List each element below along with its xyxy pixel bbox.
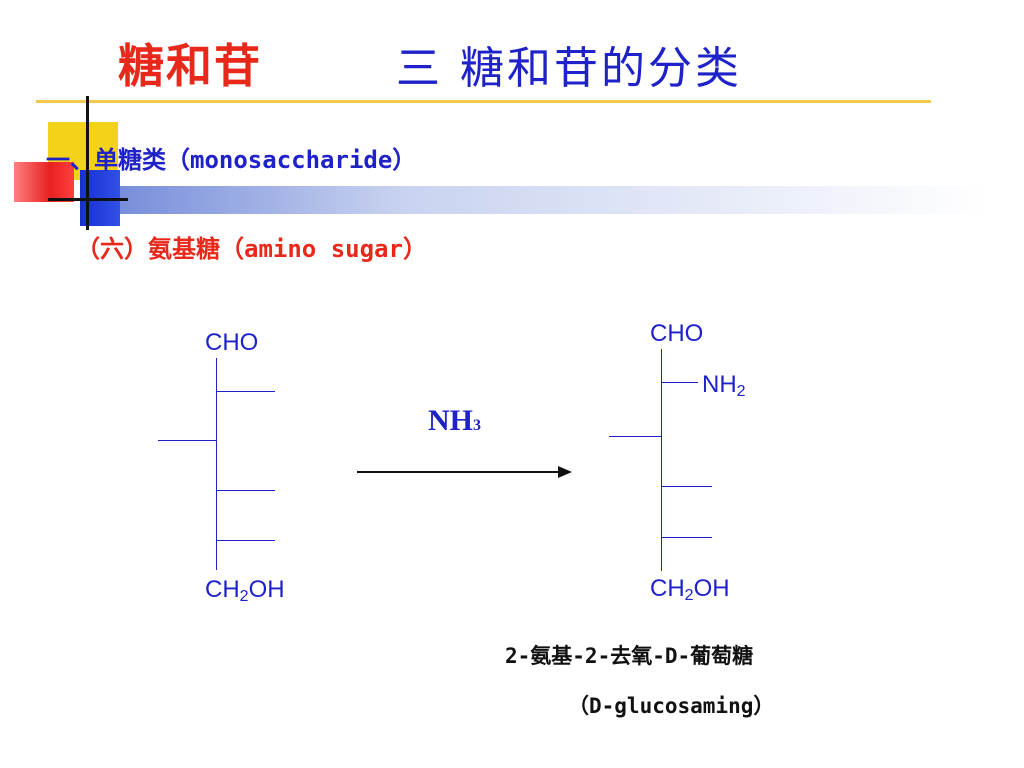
reactant-c5-right-bond xyxy=(217,540,275,541)
reactant-c3-left-bond xyxy=(158,440,216,441)
reaction-arrow-icon xyxy=(558,466,572,478)
product-hydroxymethyl-group: CH2OH xyxy=(650,575,730,604)
reactant-hydroxymethyl-group: CH2OH xyxy=(205,576,285,605)
decorative-red-square xyxy=(14,162,74,202)
decorative-vertical-line xyxy=(86,96,89,230)
product-c3-left-bond xyxy=(609,436,661,437)
product-c5-right-bond xyxy=(662,537,712,538)
slide-title-section: 三 糖和苷的分类 xyxy=(396,43,742,94)
decorative-horizontal-line xyxy=(48,198,128,201)
section-heading: 一、单糖类（monosaccharide） xyxy=(46,146,417,174)
product-chinese-name: 2-氨基-2-去氧-D-葡萄糖 xyxy=(505,644,754,668)
product-c4-right-bond xyxy=(662,486,712,487)
slide-title-main: 糖和苷 xyxy=(118,39,262,93)
product-backbone-bond xyxy=(661,349,662,571)
product-c2-right-bond xyxy=(662,382,698,383)
decorative-gradient-bar xyxy=(88,186,988,214)
product-aldehyde-group: CHO xyxy=(650,320,704,347)
reagent-label: NH3 xyxy=(428,404,481,437)
subsection-heading: （六）氨基糖（amino sugar） xyxy=(76,235,427,263)
product-english-name: （D-glucosaming） xyxy=(568,694,775,718)
reactant-c4-right-bond xyxy=(217,490,275,491)
reactant-aldehyde-group: CHO xyxy=(205,329,259,356)
product-amino-group: NH2 xyxy=(702,371,746,400)
reaction-arrow-shaft xyxy=(357,471,561,473)
reactant-c2-right-bond xyxy=(217,391,275,392)
title-divider xyxy=(36,100,931,103)
reactant-backbone-bond xyxy=(216,358,217,570)
